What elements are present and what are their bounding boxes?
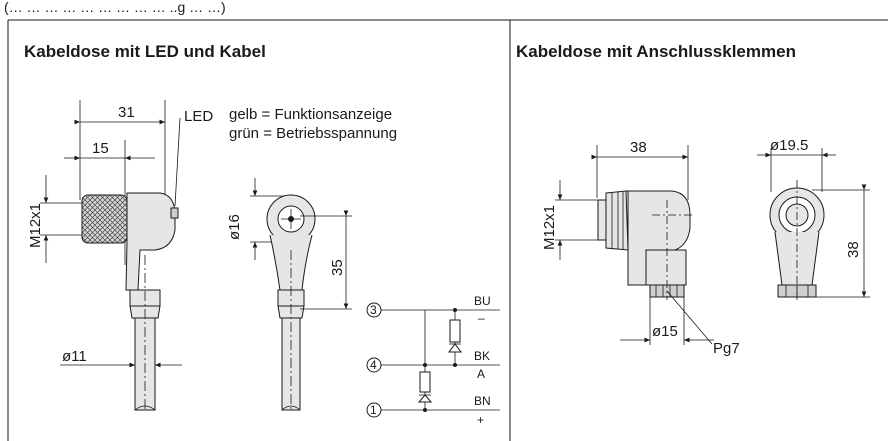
dim-m12-left: M12x1 bbox=[27, 203, 44, 248]
label-pg7: Pg7 bbox=[713, 340, 740, 357]
label-bk: BK bbox=[474, 349, 490, 363]
dim-d11: ø11 bbox=[62, 348, 87, 365]
pin-3: 3 bbox=[370, 303, 377, 317]
panel-frames bbox=[7, 19, 888, 441]
right-front-view bbox=[757, 148, 870, 300]
led-line1: gelb = Funktionsanzeige bbox=[229, 106, 392, 123]
right-side-view bbox=[555, 145, 714, 345]
left-side-view bbox=[40, 100, 182, 411]
dim-15: 15 bbox=[92, 140, 109, 157]
led-line2: grün = Betriebsspannung bbox=[229, 125, 397, 142]
left-front-view bbox=[250, 178, 352, 411]
label-bu-sign: – bbox=[478, 311, 485, 325]
wiring-diagram bbox=[366, 302, 500, 418]
label-bk-sign: A bbox=[477, 367, 485, 381]
dim-38-top: 38 bbox=[630, 139, 647, 156]
pin-4: 4 bbox=[370, 358, 377, 372]
right-panel-title: Kabeldose mit Anschlussklemmen bbox=[516, 42, 796, 61]
left-panel-title: Kabeldose mit LED und Kabel bbox=[24, 42, 266, 61]
dim-d19-5: ø19.5 bbox=[770, 137, 808, 154]
label-bu: BU bbox=[474, 294, 491, 308]
led-label: LED bbox=[184, 108, 213, 125]
header-fragment: (… … … … … … … … … ..g … …) bbox=[4, 0, 226, 15]
dim-35: 35 bbox=[329, 259, 346, 276]
dim-m12-right: M12x1 bbox=[541, 205, 558, 250]
label-bn-sign: + bbox=[477, 413, 484, 427]
dim-31: 31 bbox=[118, 104, 135, 121]
pin-1: 1 bbox=[370, 403, 377, 417]
dim-d16: ø16 bbox=[226, 214, 243, 240]
dim-38-side: 38 bbox=[845, 241, 862, 258]
dim-d15: ø15 bbox=[652, 323, 678, 340]
label-bn: BN bbox=[474, 394, 491, 408]
